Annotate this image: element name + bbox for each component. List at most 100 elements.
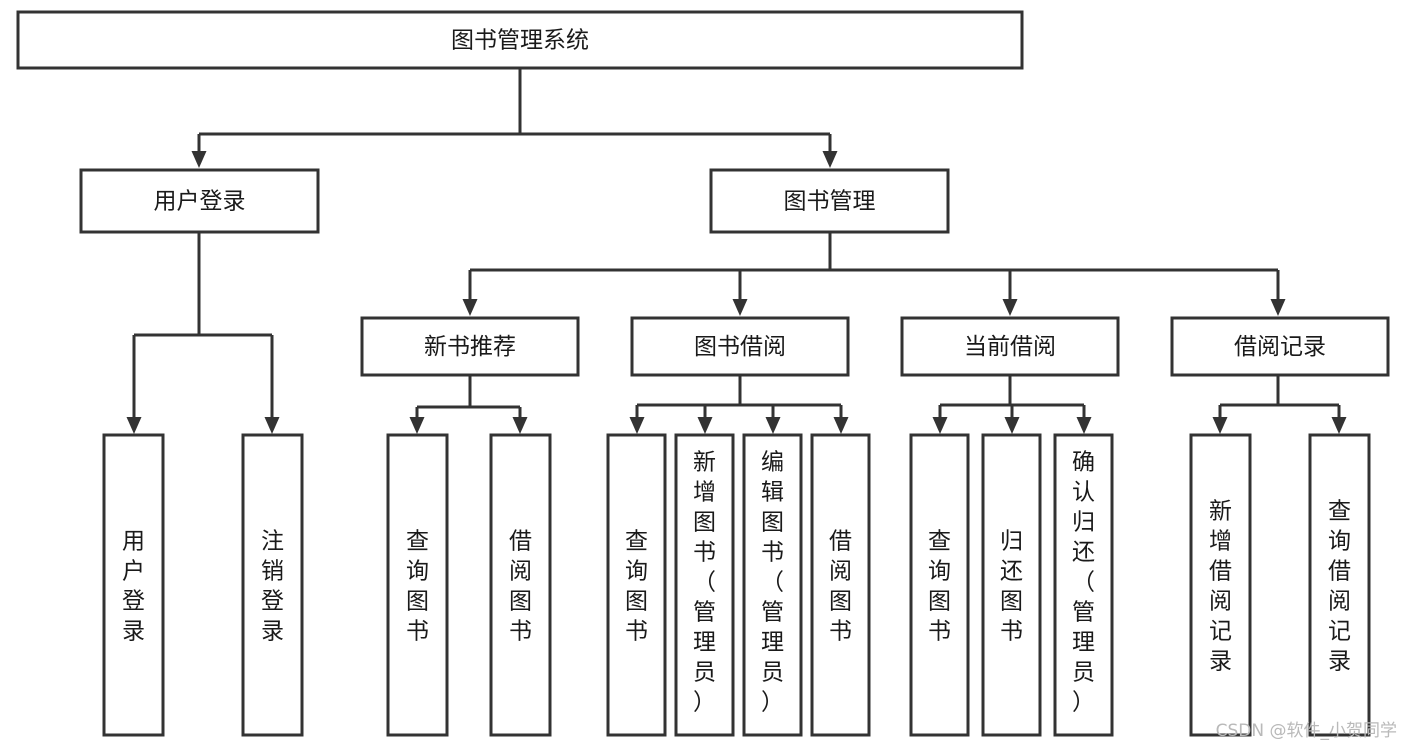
node-label-char: 书 [761,540,784,566]
node-label-char: 登 [261,589,284,615]
node-box [79,168,320,234]
node-label-char: ） [693,690,716,716]
arrowhead-icon [126,417,142,434]
node-label-char: 新 [693,450,716,476]
node-root[interactable]: 图书管理系统 [16,10,1024,70]
arrowhead-icon [191,151,207,168]
node-label-char: 管 [761,600,784,626]
arrowhead-icon [409,417,425,434]
node-label-char: 认 [1072,480,1095,506]
node-label-char: 确 [1072,450,1095,476]
node-box [900,316,1120,377]
node-label-char: 还 [1072,540,1095,566]
node-label-char: 借 [1328,559,1351,585]
node-box [742,433,803,737]
node-box [606,433,667,737]
node-label-char: 员 [693,660,716,686]
node-current-borrow[interactable]: 当前借阅 [900,316,1120,377]
node-label-char: 查 [928,529,951,555]
node-box [1308,433,1371,737]
arrowhead-icon [1076,417,1092,434]
arrowhead-icon [1004,417,1020,434]
node-label: 图书借阅 [694,334,786,360]
node-label-char: 图 [625,589,648,615]
node-label-char: 借 [509,529,532,555]
node-label-char: 新 [1209,499,1232,525]
node-label-char: 图 [406,589,429,615]
node-label-char: 管 [1072,600,1095,626]
node-leaf-user-login[interactable]: 用户登录 [102,433,165,737]
node-label-char: 书 [406,619,429,645]
node-book-management[interactable]: 图书管理 [709,168,950,234]
arrowhead-icon [932,417,948,434]
node-label: 新书推荐 [424,334,516,360]
node-layer: 图书管理系统用户登录图书管理新书推荐图书借阅当前借阅借阅记录用户登录注销登录查询… [16,10,1390,737]
arrowhead-icon [1270,299,1286,316]
arrowhead-icon [697,417,713,434]
node-label-char: 书 [693,540,716,566]
node-label-char: ） [761,690,784,716]
node-label-char: 注 [261,529,284,555]
node-label-char: 图 [1000,589,1023,615]
node-label-char: 借 [829,529,852,555]
node-label-char: 查 [625,529,648,555]
node-label: 借阅记录 [1234,334,1326,360]
node-label-char: 员 [761,660,784,686]
node-label-char: 归 [1072,510,1095,536]
node-box [102,433,165,737]
node-borrow-records[interactable]: 借阅记录 [1170,316,1390,377]
node-box [16,10,1024,70]
node-book-borrow[interactable]: 图书借阅 [630,316,850,377]
node-label-char: 查 [406,529,429,555]
node-label-char: 图 [928,589,951,615]
node-label-char: 户 [122,559,145,585]
node-box [1189,433,1252,737]
node-box [1170,316,1390,377]
node-label-char: 询 [625,559,648,585]
node-label-char: （ [761,570,784,596]
node-label-char: 销 [261,559,284,585]
node-label-char: 阅 [509,559,532,585]
node-label-char: 图 [509,589,532,615]
node-label-char: 询 [928,559,951,585]
node-label-char: 记 [1209,619,1232,645]
node-label-char: 录 [122,619,145,645]
node-label-char: 增 [693,480,716,506]
arrowhead-icon [629,417,645,434]
node-label: 图书管理系统 [451,28,589,54]
node-box [241,433,304,737]
arrowhead-icon [1002,299,1018,316]
node-label-char: 理 [761,630,784,656]
arrowhead-icon [512,417,528,434]
node-label-char: 书 [829,619,852,645]
arrowhead-icon [1331,417,1347,434]
node-new-book-recommend[interactable]: 新书推荐 [360,316,580,377]
arrowhead-icon [765,417,781,434]
arrowhead-icon [462,299,478,316]
arrowhead-layer [126,151,1347,434]
node-label-char: 书 [509,619,532,645]
arrowhead-icon [822,151,838,168]
node-label-char: （ [1072,570,1095,596]
node-user-login[interactable]: 用户登录 [79,168,320,234]
node-label-char: 阅 [1328,589,1351,615]
node-box [674,433,735,737]
node-label-char: （ [693,570,716,596]
node-label-char: 阅 [829,559,852,585]
node-label-char: 理 [1072,630,1095,656]
node-box [981,433,1042,737]
node-label-char: 还 [1000,559,1023,585]
